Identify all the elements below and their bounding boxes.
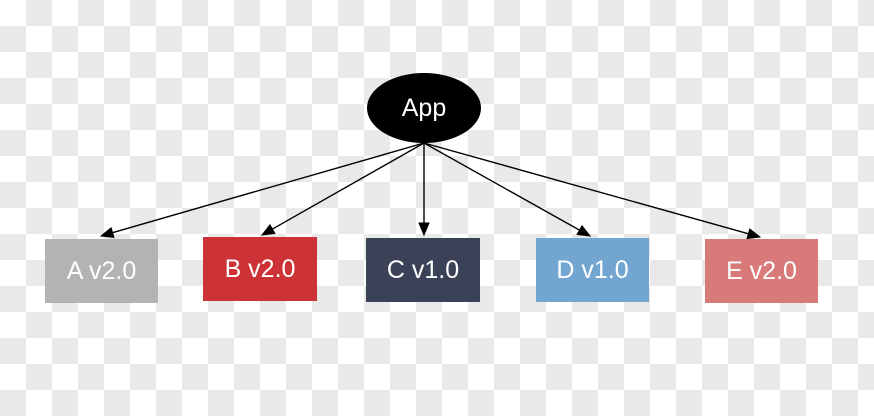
node-a-shape (45, 239, 158, 303)
node-d: D v1.0 (536, 238, 649, 302)
node-c: C v1.0 (366, 238, 480, 302)
node-c-label: C v1.0 (387, 256, 459, 284)
node-app-label: App (402, 94, 446, 122)
node-a-label: A v2.0 (67, 257, 137, 285)
arrowhead-e (746, 228, 762, 240)
arrowhead-d (576, 224, 592, 237)
node-c-shape (366, 238, 480, 302)
node-b-shape (203, 237, 317, 301)
arrowhead-a (99, 227, 115, 239)
node-app-shape (367, 73, 481, 143)
node-e-label: E v2.0 (726, 257, 797, 285)
edge-app-to-a (111, 142, 425, 234)
node-d-label: D v1.0 (556, 256, 628, 284)
node-d-shape (536, 238, 649, 302)
node-e-shape (705, 239, 818, 303)
arrowhead-b (260, 223, 276, 236)
edge-app-to-d (423, 142, 581, 232)
edge-app-to-e (423, 142, 750, 235)
edges-layer (99, 142, 762, 240)
arrowhead-c (418, 222, 430, 237)
node-app: App (367, 73, 481, 143)
node-b: B v2.0 (203, 237, 317, 301)
edge-app-to-b (271, 142, 425, 231)
node-b-label: B v2.0 (225, 255, 296, 283)
node-a: A v2.0 (45, 239, 158, 303)
node-e: E v2.0 (705, 239, 818, 303)
